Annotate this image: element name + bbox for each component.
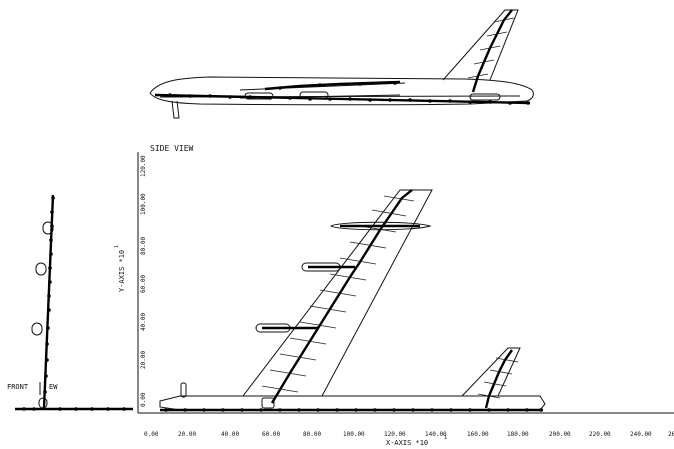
x-axis-exponent: 1 (444, 435, 447, 441)
front-view: FRONT EW (7, 194, 133, 411)
plan-fuselage-nodes (164, 408, 543, 412)
tail-rib-members (477, 357, 519, 399)
tail-spar (484, 349, 513, 409)
tail-spar-cross-members (467, 17, 515, 79)
y-tick-label: 100.00 (140, 193, 147, 215)
main-wing-rib-members (261, 195, 415, 393)
fuselage-outline (149, 76, 534, 106)
y-tick-label: 80.00 (140, 237, 147, 255)
y-tick-label: 60.00 (140, 275, 147, 293)
x-tick-label: 40.00 (221, 431, 239, 438)
y-axis-ticks: 0.00 20.00 40.00 60.00 80.00 100.00 120.… (140, 155, 147, 407)
x-axis-title: X-AXIS *10 (386, 439, 428, 447)
y-axis-title: Y-AXIS *10 (118, 250, 126, 292)
x-tick-label: 180.00 (507, 431, 529, 438)
x-axis-ticks: 0.00 20.00 40.00 60.00 80.00 100.00 120.… (144, 431, 674, 438)
main-wing-outline (242, 189, 433, 397)
x-tick-label: 160.00 (467, 431, 489, 438)
y-tick-label: 120.00 (140, 155, 147, 177)
y-tick-label: 40.00 (140, 313, 147, 331)
front-view-vertical-beam (42, 194, 55, 409)
engine-pod-outboard (329, 221, 432, 231)
x-tick-label: 240.00 (630, 431, 652, 438)
front-view-engine-pods (31, 221, 54, 409)
x-tick-label: 20.00 (178, 431, 196, 438)
plan-nose-gear (180, 382, 187, 398)
horizontal-tail-outline (461, 347, 521, 397)
x-tick-label: 100.00 (343, 431, 365, 438)
y-tick-label: 0.00 (140, 392, 147, 407)
side-view-title: SIDE VIEW (150, 144, 194, 153)
y-tick-label: 20.00 (140, 351, 147, 369)
front-view-label-right: EW (49, 383, 58, 391)
x-tick-label: 80.00 (303, 431, 321, 438)
engine-pod (244, 92, 274, 100)
x-tick-label: 60.00 (262, 431, 280, 438)
wing-beam-line (264, 80, 401, 91)
x-tick-label: 0.00 (144, 431, 159, 438)
aircraft-side-elevation (149, 9, 534, 119)
side-view-plot: SIDE VIEW 0.00 20.00 40.00 60.00 80.00 1… (114, 144, 674, 447)
wing-engine-pods (255, 221, 432, 333)
x-tick-label: 200.00 (549, 431, 571, 438)
front-view-label-left: FRONT (7, 383, 29, 391)
front-view-nodes (22, 196, 126, 411)
x-tick-label: 220.00 (589, 431, 611, 438)
nose-gear (171, 100, 180, 119)
x-tick-label: 140.00 (425, 431, 447, 438)
x-tick-label: 120.00 (384, 431, 406, 438)
fuselage-beam-line (154, 93, 531, 105)
y-axis-exponent: 1 (114, 245, 120, 248)
plan-fuselage-outline (159, 395, 546, 411)
x-tick-label: 26 (668, 431, 674, 438)
main-gear (261, 397, 275, 409)
